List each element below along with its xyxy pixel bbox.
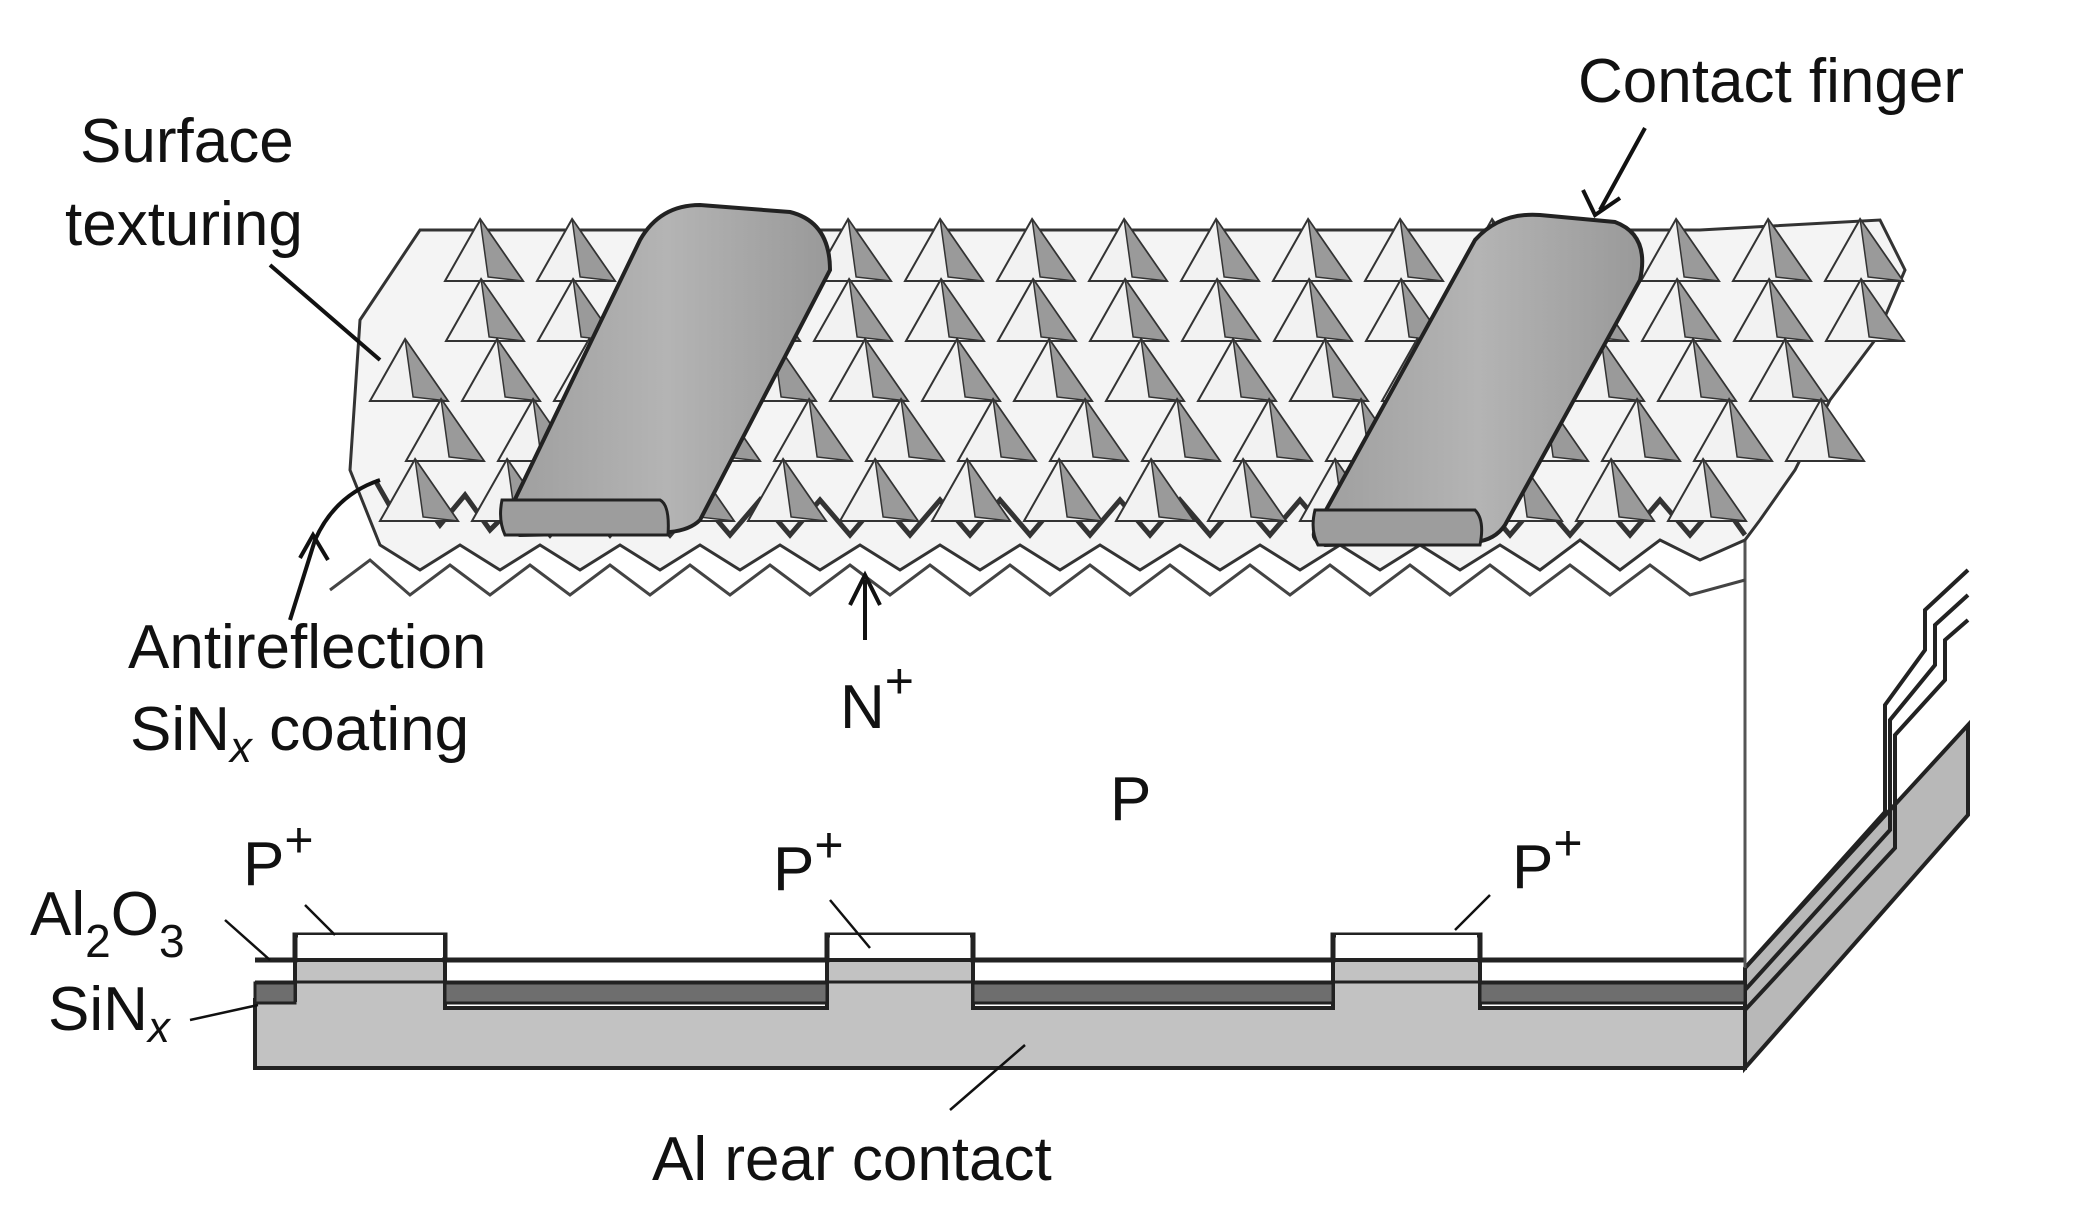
label-surface-texturing-2: texturing <box>65 190 303 259</box>
pyramid-shade <box>1176 398 1222 462</box>
pyramid-shade <box>1784 338 1830 402</box>
leader-p-plus-1 <box>304 904 336 936</box>
rear-side-line-low <box>1743 618 1970 1012</box>
pyramid-shade <box>1232 338 1278 402</box>
pyramid-shade <box>900 398 946 462</box>
pyramid-shade <box>1058 458 1104 522</box>
labels: Surface texturing Contact finger Antiref… <box>30 47 1964 1194</box>
pyramid-shade <box>414 458 460 522</box>
leaders <box>189 127 1647 1111</box>
sinx-strip-3 <box>971 981 1335 1005</box>
pyramid-shade <box>480 278 526 342</box>
label-sinx: SiNx <box>48 975 172 1052</box>
pyramid-shade <box>1124 278 1170 342</box>
label-p-plus-3: P+ <box>1512 815 1583 902</box>
pyramid-shade <box>782 458 828 522</box>
p-plus-region-1 <box>298 935 443 957</box>
leader-al2o3 <box>224 919 271 961</box>
leader-p-plus-3 <box>1454 894 1491 931</box>
pyramid-shade <box>1268 398 1314 462</box>
sinx-strip-2 <box>443 981 829 1005</box>
pyramid-shade <box>571 218 617 282</box>
al2o3-layer <box>255 932 1745 963</box>
rear-side-face <box>1743 719 1970 1074</box>
pyramid-shade <box>1600 338 1646 402</box>
leader-al-rear <box>949 1044 1026 1111</box>
pyramid-shade <box>1324 338 1370 402</box>
pyramid-shade <box>404 338 450 402</box>
n-plus-zigzag <box>329 558 1746 597</box>
p-plus-region-2 <box>830 935 970 957</box>
al-rear-contact-layer <box>253 958 1747 1070</box>
label-p-plus-1: P+ <box>243 812 314 899</box>
pyramid-shade <box>440 398 486 462</box>
pyramid-shade <box>1215 218 1261 282</box>
label-antireflection-1: Antireflection <box>128 613 486 682</box>
pyramid-shade <box>874 458 920 522</box>
label-p-region: P <box>1110 765 1151 834</box>
pyramid-shade <box>1150 458 1196 522</box>
leader-surface-texturing <box>268 263 382 362</box>
pyramid-shade <box>1675 218 1721 282</box>
label-al2o3: Al2O3 <box>30 880 185 967</box>
rear-side-line-top <box>1743 568 1970 970</box>
pyramid-shade <box>1032 278 1078 342</box>
pyramid-shade <box>1031 218 1077 282</box>
pyramid-shade <box>1140 338 1186 402</box>
pyramid-shade <box>956 338 1002 402</box>
sinx-strip-1 <box>253 981 297 1005</box>
label-al-rear-contact: Al rear contact <box>652 1125 1052 1194</box>
arrowhead-n-plus <box>848 570 882 606</box>
contact-finger-1-base <box>499 498 670 537</box>
pyramid-shade <box>1859 218 1905 282</box>
pyramid-shade <box>1242 458 1288 522</box>
label-surface-texturing-1: Surface <box>80 107 294 176</box>
label-antireflection-2: SiNx coating <box>130 695 469 772</box>
rear-side-line-mid <box>1743 593 1970 992</box>
pyramid-shade <box>1768 278 1814 342</box>
leader-sinx <box>189 1003 259 1022</box>
pyramid-shade <box>1216 278 1262 342</box>
pyramid-shade <box>939 218 985 282</box>
pyramid-shade <box>992 398 1038 462</box>
arrowhead-contact-finger <box>1581 189 1622 218</box>
leader-contact-finger <box>1598 127 1647 211</box>
sinx-strip-4 <box>1478 981 1747 1005</box>
label-n-plus: N+ <box>840 653 914 742</box>
p-plus-region-3 <box>1336 935 1477 957</box>
rear-structure <box>253 520 1970 1074</box>
pyramid-shade <box>808 398 854 462</box>
pyramid-shade <box>1767 218 1813 282</box>
pyramid-shade <box>1084 398 1130 462</box>
pyramid-shade <box>1860 278 1906 342</box>
pyramid-shade <box>1399 218 1445 282</box>
pyramid-shade <box>1692 338 1738 402</box>
pyramid-shade <box>1636 398 1682 462</box>
pyramid-shade <box>1123 218 1169 282</box>
label-p-plus-2: P+ <box>773 817 844 904</box>
pyramid-shade <box>1048 338 1094 402</box>
front-surface <box>329 202 1907 597</box>
pyramid-shade <box>1307 218 1353 282</box>
pyramid-shade <box>1702 458 1748 522</box>
pyramid-shade <box>1610 458 1656 522</box>
leader-p-plus-2 <box>829 899 871 949</box>
pyramid-shade <box>847 218 893 282</box>
pyramid-shade <box>1728 398 1774 462</box>
arrowhead-antireflection <box>298 531 330 562</box>
label-contact-finger: Contact finger <box>1578 47 1964 116</box>
contact-finger-2-base <box>1311 508 1484 547</box>
pyramid-shade <box>479 218 525 282</box>
pyramid-shade <box>940 278 986 342</box>
pyramid-shade <box>496 338 542 402</box>
pyramid-shade <box>1820 398 1866 462</box>
pyramid-shade <box>1308 278 1354 342</box>
pyramid-shade <box>1676 278 1722 342</box>
pyramid-shade <box>864 338 910 402</box>
pyramid-shade <box>848 278 894 342</box>
pyramid-shade <box>966 458 1012 522</box>
